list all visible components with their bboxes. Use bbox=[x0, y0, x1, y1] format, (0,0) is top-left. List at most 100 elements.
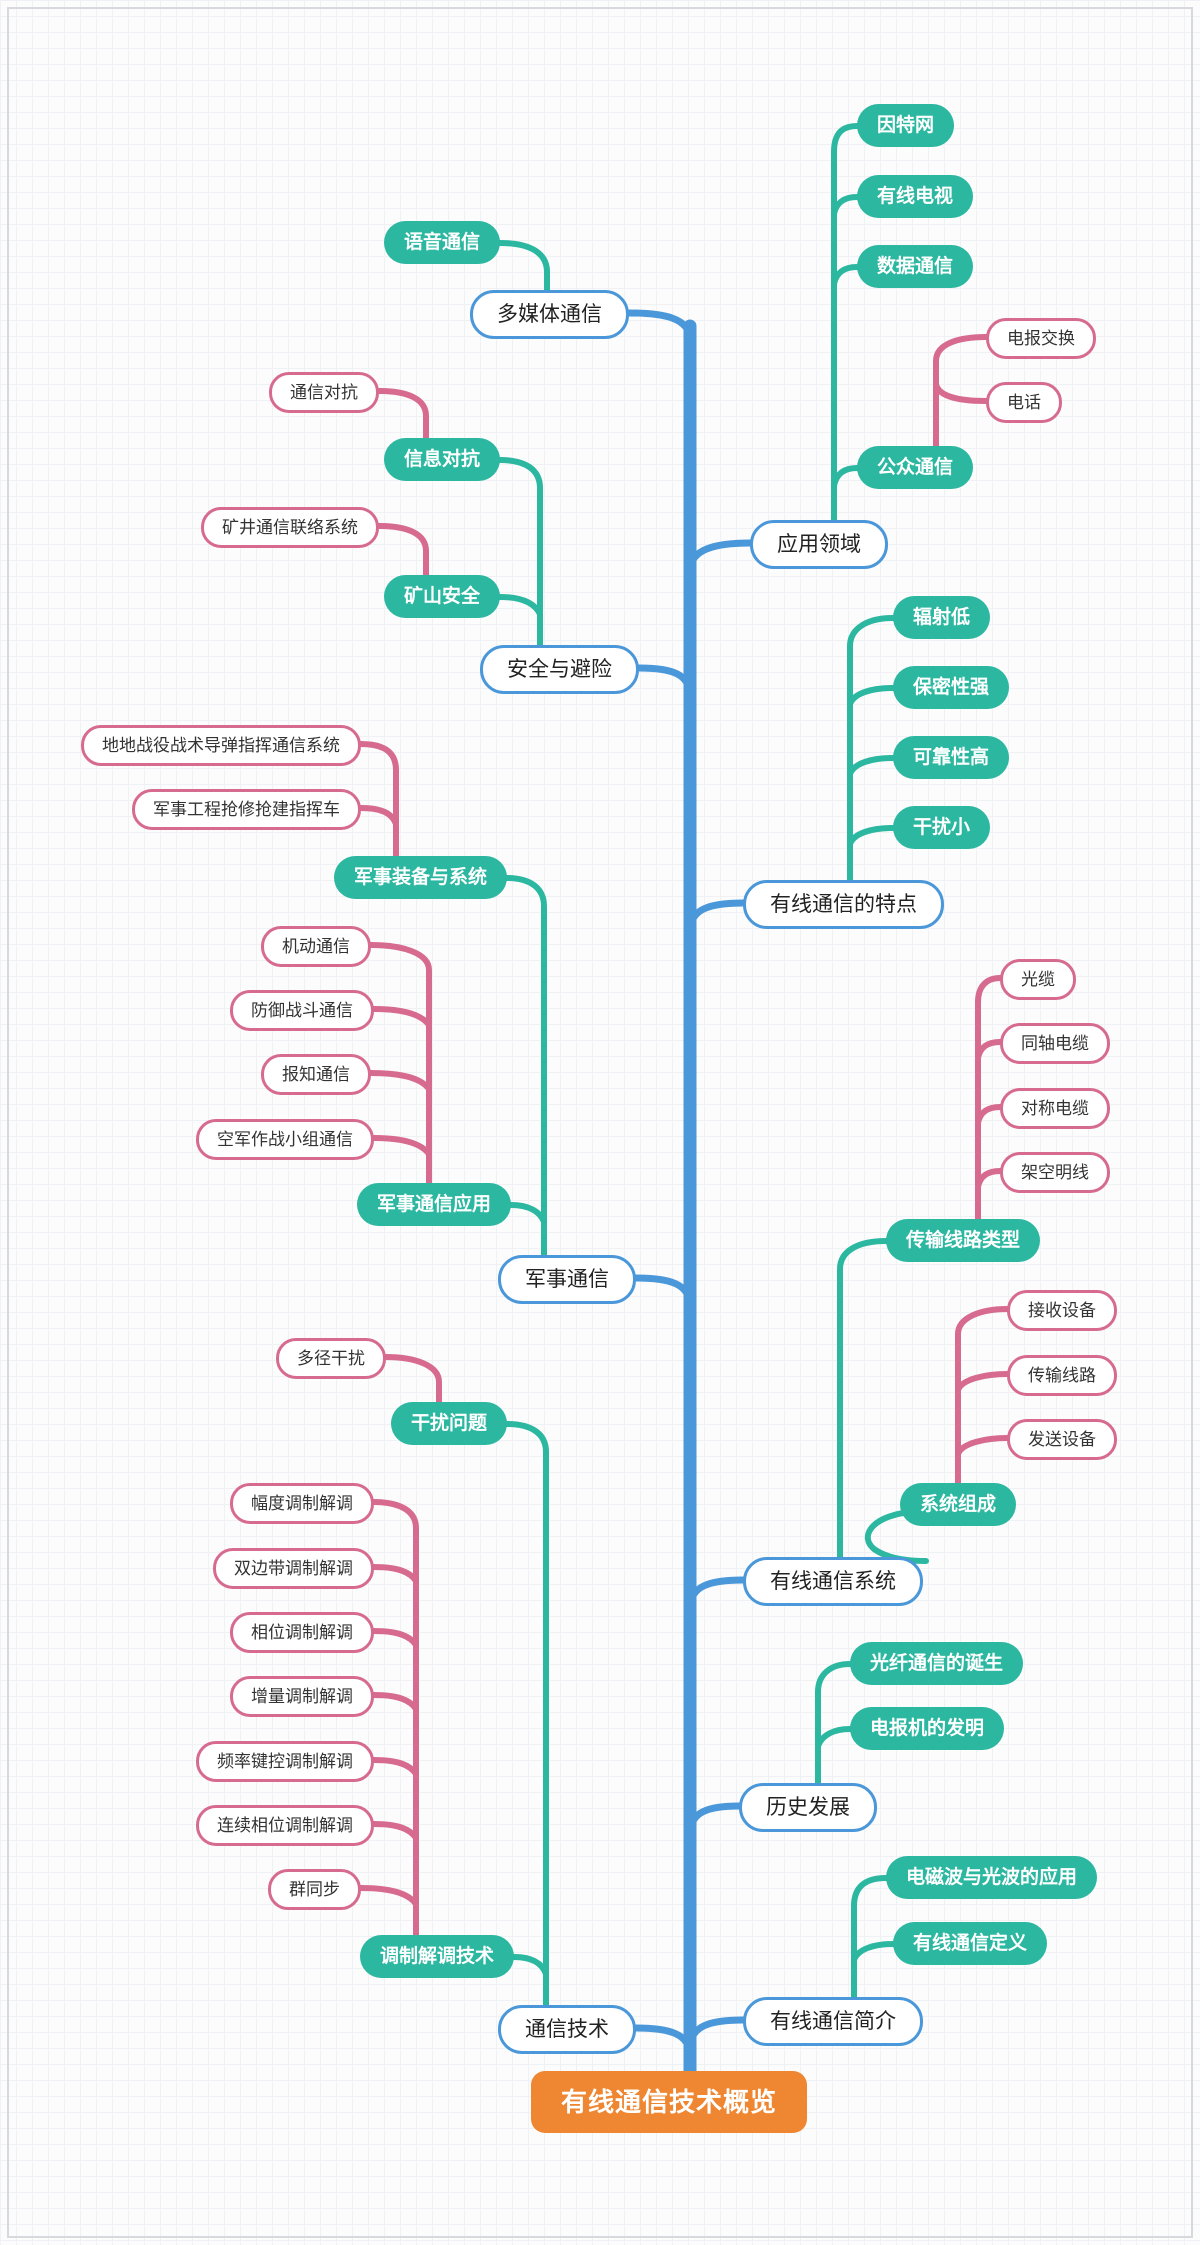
node-engineering-command-vehicle[interactable]: 军事工程抢修抢建指挥车 bbox=[132, 789, 361, 830]
wire-mil-equip-spine bbox=[504, 875, 547, 1260]
node-receiving-equipment[interactable]: 接收设备 bbox=[1007, 1290, 1117, 1331]
node-transmission-line[interactable]: 传输线路 bbox=[1007, 1355, 1117, 1396]
wire-reporting bbox=[368, 1070, 432, 1092]
wire-sending bbox=[955, 1435, 1010, 1457]
wire-features-spine bbox=[847, 615, 896, 885]
node-em-light-waves[interactable]: 电磁波与光波的应用 bbox=[886, 1856, 1098, 1899]
wire-transline bbox=[955, 1371, 1010, 1393]
node-strong-secrecy[interactable]: 保密性强 bbox=[893, 666, 1010, 709]
node-safety-refuge[interactable]: 安全与避险 bbox=[480, 645, 639, 694]
node-low-radiation[interactable]: 辐射低 bbox=[893, 596, 991, 639]
wire-phase bbox=[371, 1628, 419, 1648]
wire-amplitude-spine bbox=[371, 1499, 419, 1940]
connector-military bbox=[632, 1274, 694, 1310]
node-comm-countermeasure[interactable]: 通信对抗 bbox=[269, 372, 379, 413]
node-info-countermeasure[interactable]: 信息对抗 bbox=[383, 438, 500, 481]
node-sending-equipment[interactable]: 发送设备 bbox=[1007, 1419, 1117, 1460]
node-internet[interactable]: 因特网 bbox=[857, 104, 955, 147]
wire-telephone bbox=[933, 381, 989, 404]
wire-mine-comm bbox=[376, 523, 429, 580]
wire-mobile bbox=[368, 942, 432, 1188]
node-mine-safety[interactable]: 矿山安全 bbox=[383, 575, 500, 618]
node-military-comm[interactable]: 军事通信 bbox=[498, 1255, 636, 1304]
node-voice-comm[interactable]: 语音通信 bbox=[383, 221, 500, 264]
connector-system bbox=[686, 1576, 747, 1612]
node-root[interactable]: 有线通信技术概览 bbox=[531, 2071, 808, 2133]
node-interference-problem[interactable]: 干扰问题 bbox=[390, 1402, 507, 1445]
wire-delta bbox=[371, 1692, 419, 1712]
wire-public-comm bbox=[831, 465, 860, 489]
node-transmission-line-types[interactable]: 传输线路类型 bbox=[886, 1219, 1041, 1262]
connector-intro bbox=[686, 2016, 747, 2052]
node-symmetric-cable[interactable]: 对称电缆 bbox=[1000, 1088, 1110, 1129]
connector-history bbox=[686, 1802, 743, 1838]
wire-comm-counter bbox=[376, 388, 429, 443]
node-telegraph-switching[interactable]: 电报交换 bbox=[986, 318, 1096, 359]
wire-modulation bbox=[511, 1954, 549, 1977]
wire-airforce bbox=[371, 1135, 432, 1157]
node-telegraph-invention[interactable]: 电报机的发明 bbox=[850, 1707, 1005, 1750]
node-multimedia-comm[interactable]: 多媒体通信 bbox=[470, 290, 629, 339]
node-cpm-mod[interactable]: 连续相位调制解调 bbox=[196, 1805, 374, 1846]
node-modulation-tech[interactable]: 调制解调技术 bbox=[359, 1935, 514, 1978]
node-application-fields[interactable]: 应用领域 bbox=[750, 520, 888, 569]
wire-symmetric bbox=[975, 1104, 1003, 1126]
wire-cpm bbox=[371, 1821, 419, 1841]
wire-interf-spine bbox=[504, 1421, 549, 2010]
node-history[interactable]: 历史发展 bbox=[739, 1783, 877, 1832]
node-multipath-interference[interactable]: 多径干扰 bbox=[276, 1338, 386, 1379]
node-military-equipment[interactable]: 军事装备与系统 bbox=[333, 856, 507, 899]
node-defensive-combat-comm[interactable]: 防御战斗通信 bbox=[230, 990, 374, 1031]
node-dsb-mod[interactable]: 双边带调制解调 bbox=[213, 1548, 374, 1589]
node-delta-mod[interactable]: 增量调制解调 bbox=[230, 1676, 374, 1717]
node-phase-mod[interactable]: 相位调制解调 bbox=[230, 1612, 374, 1653]
node-mine-comm-system[interactable]: 矿井通信联络系统 bbox=[201, 507, 379, 548]
wire-secrecy bbox=[847, 685, 896, 707]
wire-voice bbox=[497, 240, 550, 295]
node-cable-tv[interactable]: 有线电视 bbox=[857, 175, 974, 218]
node-high-reliability[interactable]: 可靠性高 bbox=[893, 736, 1010, 779]
connector-safety bbox=[635, 664, 694, 700]
node-amplitude-mod[interactable]: 幅度调制解调 bbox=[230, 1483, 374, 1524]
wire-eng-vehicle bbox=[358, 805, 399, 827]
wire-dsb bbox=[371, 1564, 419, 1584]
node-low-interference[interactable]: 干扰小 bbox=[893, 806, 991, 849]
wire-telegraph-inv bbox=[815, 1726, 853, 1749]
wire-group-sync bbox=[358, 1885, 419, 1907]
node-airforce-team-comm[interactable]: 空军作战小组通信 bbox=[196, 1119, 374, 1160]
node-coaxial-cable[interactable]: 同轴电缆 bbox=[1000, 1023, 1110, 1064]
node-wired-comm-definition[interactable]: 有线通信定义 bbox=[893, 1922, 1048, 1965]
node-wired-features[interactable]: 有线通信的特点 bbox=[743, 880, 944, 929]
wire-translines-spine bbox=[837, 1238, 889, 1562]
node-military-comm-apps[interactable]: 军事通信应用 bbox=[356, 1183, 511, 1226]
wire-internet-spine bbox=[831, 123, 860, 525]
node-telephone[interactable]: 电话 bbox=[986, 382, 1062, 423]
node-wired-comm-intro[interactable]: 有线通信简介 bbox=[743, 1997, 923, 2046]
node-comm-technology[interactable]: 通信技术 bbox=[498, 2005, 636, 2054]
blue-connectors bbox=[625, 309, 754, 2097]
node-fiber-birth[interactable]: 光纤通信的诞生 bbox=[850, 1642, 1024, 1685]
wire-receiving bbox=[955, 1306, 1010, 1488]
wire-missile bbox=[358, 741, 399, 861]
node-mobile-comm[interactable]: 机动通信 bbox=[261, 926, 371, 967]
node-reporting-comm[interactable]: 报知通信 bbox=[261, 1054, 371, 1095]
node-wired-comm-system[interactable]: 有线通信系统 bbox=[743, 1557, 923, 1606]
wire-emwave-spine bbox=[851, 1875, 889, 2002]
node-optical-cable[interactable]: 光缆 bbox=[1000, 959, 1076, 1000]
wire-optical bbox=[975, 975, 1003, 1224]
node-missile-command-system[interactable]: 地地战役战术导弹指挥通信系统 bbox=[81, 725, 361, 766]
node-public-comm[interactable]: 公众通信 bbox=[857, 446, 974, 489]
node-overhead-line[interactable]: 架空明线 bbox=[1000, 1152, 1110, 1193]
wire-fiber-spine bbox=[815, 1661, 853, 1788]
connector-comm-tech bbox=[632, 2024, 694, 2060]
connector-multimedia bbox=[625, 309, 694, 344]
wire-definition bbox=[851, 1941, 896, 1963]
wire-overhead bbox=[975, 1168, 1003, 1190]
node-system-composition[interactable]: 系统组成 bbox=[900, 1483, 1017, 1526]
wire-reliability bbox=[847, 755, 896, 777]
node-group-sync[interactable]: 群同步 bbox=[268, 1869, 361, 1910]
node-fsk-mod[interactable]: 频率键控调制解调 bbox=[196, 1741, 374, 1782]
node-data-comm[interactable]: 数据通信 bbox=[857, 245, 974, 288]
wire-data-comm bbox=[831, 264, 860, 287]
